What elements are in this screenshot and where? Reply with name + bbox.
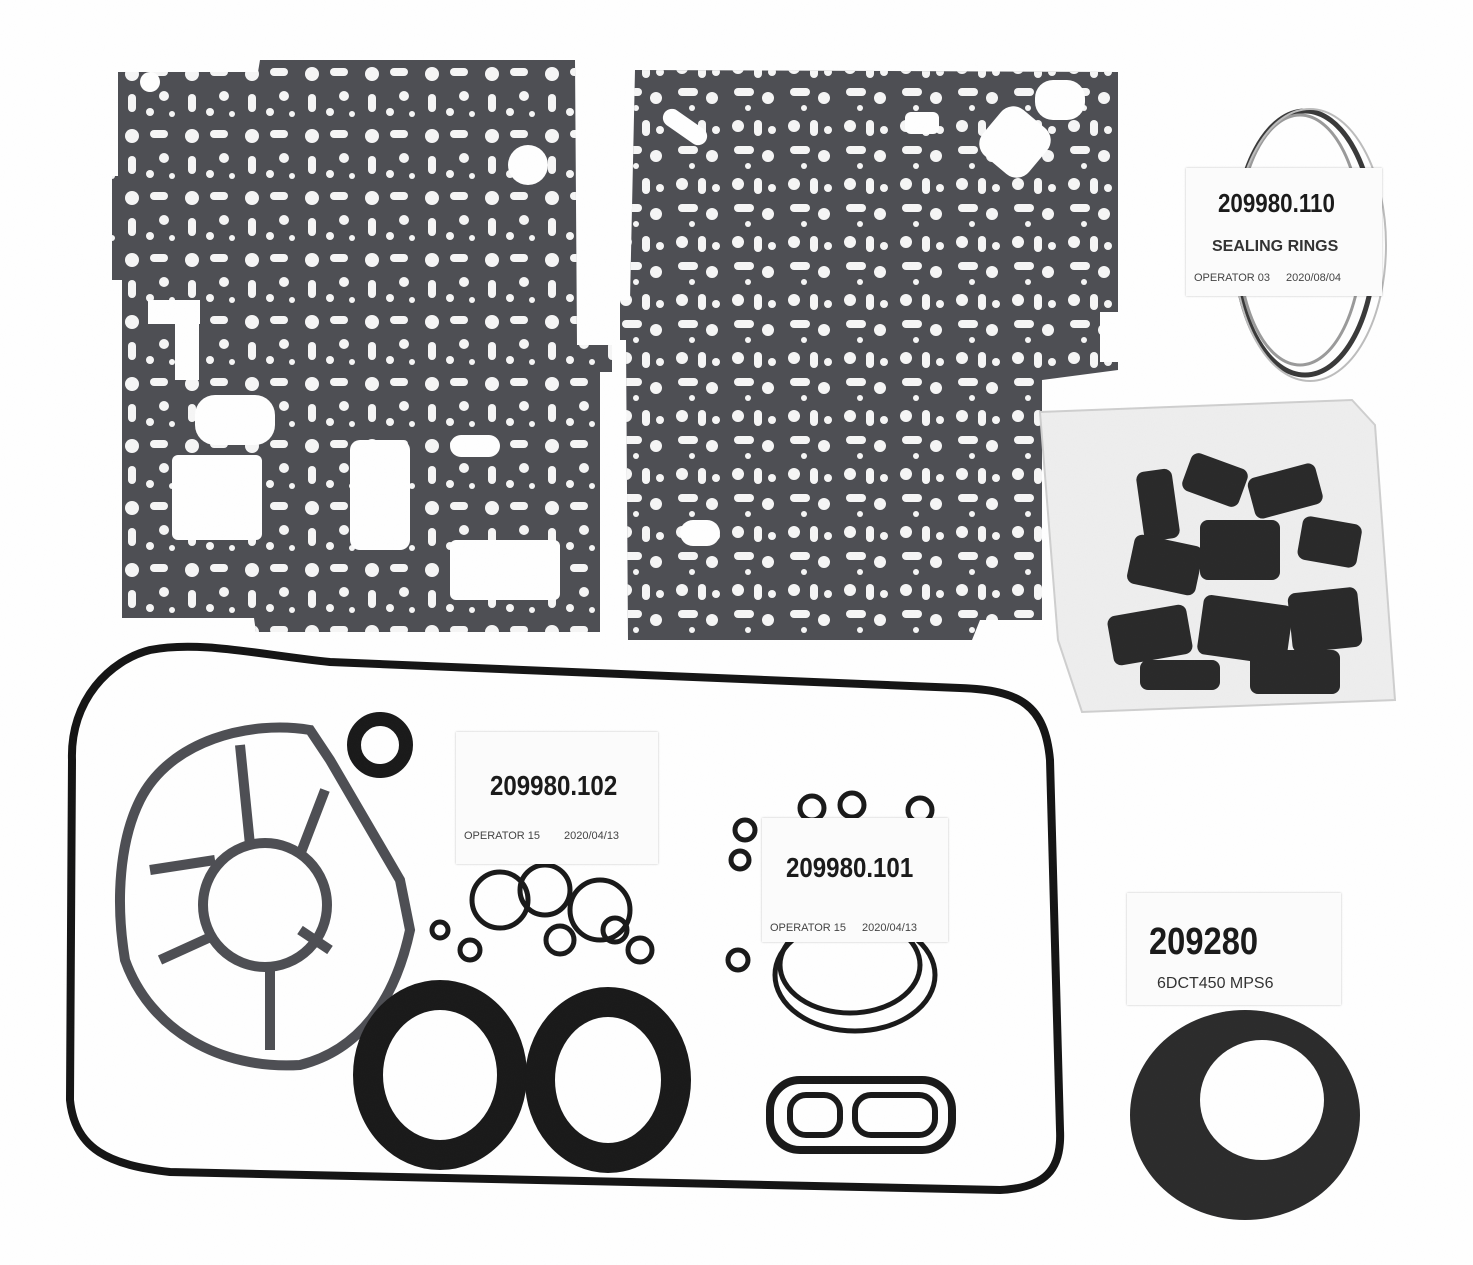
kit-101-date: 2020/04/13 [862,922,918,934]
sealing-rings-date: 2020/08/04 [1286,272,1342,284]
sealing-rings-label: 209980.110 SEALING RINGS OPERATOR 03 202… [1186,168,1382,296]
kit-102-date: 2020/04/13 [564,830,620,842]
kit-101-part-number: 209980.101 [786,852,914,883]
main-kit-part-number: 209280 [1149,921,1259,963]
sealing-rings-part-number: 209980.110 [1218,188,1335,218]
main-kit-description: 6DCT450 MPS6 [1157,975,1274,992]
sealing-rings-description: SEALING RINGS [1212,238,1339,255]
kit-101-label: 209980.101 OPERATOR 15 2020/04/13 [762,818,948,942]
kit-102-label: 209980.102 OPERATOR 15 2020/04/13 [456,732,658,864]
sealing-rings-operator: OPERATOR 03 [1194,272,1271,284]
kit-102-part-number: 209980.102 [490,770,618,801]
main-kit-label: 209280 6DCT450 MPS6 [1127,893,1341,1005]
kit-101-operator: OPERATOR 15 [770,922,847,934]
kit-102-operator: OPERATOR 15 [464,830,541,842]
